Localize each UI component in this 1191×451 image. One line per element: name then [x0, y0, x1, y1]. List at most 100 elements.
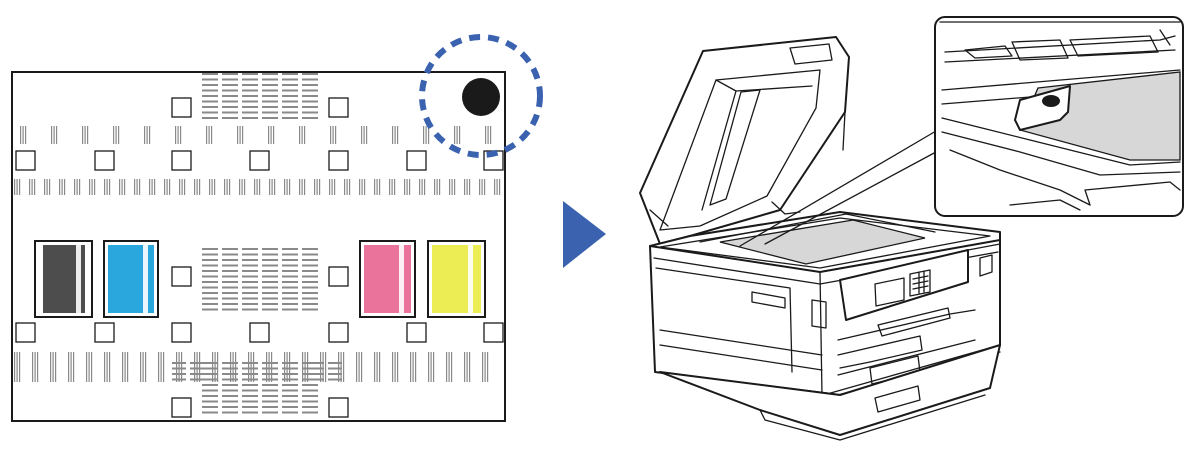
pattern-mark	[217, 352, 219, 382]
pattern-mark	[262, 73, 278, 75]
alignment-square	[15, 322, 36, 343]
pattern-mark	[310, 378, 324, 381]
pattern-mark	[19, 352, 21, 382]
pattern-mark	[301, 179, 303, 195]
pattern-mark	[242, 281, 258, 283]
pattern-mark	[202, 384, 218, 386]
pattern-mark	[121, 179, 123, 195]
pattern-mark	[134, 179, 136, 195]
pattern-mark	[160, 352, 162, 382]
pattern-mark	[424, 179, 426, 195]
pattern-mark	[222, 117, 238, 119]
pattern-mark	[208, 126, 210, 144]
pattern-mark	[356, 352, 358, 382]
pattern-mark	[239, 179, 241, 195]
pattern-mark	[226, 179, 228, 195]
pattern-mark	[222, 384, 238, 386]
printer-illustration	[639, 16, 1184, 441]
pattern-mark	[282, 395, 298, 397]
pattern-mark	[425, 126, 427, 144]
pattern-mark	[270, 126, 272, 144]
pattern-mark	[211, 179, 213, 195]
pattern-mark	[376, 179, 378, 195]
pattern-mark	[262, 367, 278, 370]
pattern-mark	[202, 286, 218, 289]
pattern-mark	[84, 126, 86, 144]
pattern-mark	[262, 275, 278, 278]
alignment-square	[171, 266, 192, 287]
pattern-mark	[140, 352, 142, 382]
pattern-mark	[423, 126, 425, 144]
pattern-mark	[282, 270, 298, 272]
pattern-mark	[334, 179, 336, 195]
pattern-mark	[106, 352, 108, 382]
pattern-mark	[241, 179, 243, 195]
pattern-mark	[282, 100, 298, 103]
pattern-mark	[302, 111, 318, 114]
pattern-mark	[328, 362, 342, 364]
pattern-mark	[302, 297, 318, 300]
pattern-mark	[164, 179, 166, 195]
pattern-mark	[242, 264, 258, 267]
pattern-mark	[199, 179, 201, 195]
pattern-mark	[242, 378, 258, 381]
pattern-mark	[282, 406, 298, 408]
pattern-mark	[343, 352, 345, 382]
pattern-mark	[302, 95, 318, 97]
pattern-mark	[282, 78, 298, 81]
pattern-mark	[302, 292, 318, 294]
pattern-mark	[222, 292, 238, 294]
pattern-mark	[262, 84, 278, 86]
pattern-mark	[242, 84, 258, 86]
pattern-mark	[46, 179, 48, 195]
pattern-mark	[404, 179, 406, 195]
pattern-mark	[262, 95, 278, 97]
pattern-mark	[430, 352, 432, 382]
pattern-mark	[181, 179, 183, 195]
pattern-mark	[262, 373, 278, 375]
pattern-mark	[118, 126, 120, 144]
pattern-mark	[202, 95, 218, 97]
pattern-mark	[166, 179, 168, 195]
alignment-squares	[15, 97, 504, 418]
pattern-mark	[222, 106, 238, 108]
pattern-mark	[82, 126, 84, 144]
pattern-mark	[194, 352, 196, 382]
pattern-mark	[361, 179, 363, 195]
pattern-mark	[202, 275, 218, 278]
pattern-mark	[268, 352, 270, 382]
pattern-mark	[314, 179, 316, 195]
pattern-mark	[302, 286, 318, 289]
pattern-mark	[456, 126, 458, 144]
pattern-mark	[394, 352, 396, 382]
pattern-mark	[242, 73, 258, 75]
pattern-mark	[194, 179, 196, 195]
alignment-square	[406, 150, 427, 171]
pattern-mark	[332, 126, 334, 144]
pattern-mark	[451, 179, 453, 195]
inset-marker-icon	[1042, 95, 1060, 107]
pattern-mark	[242, 400, 258, 403]
pattern-mark	[149, 179, 151, 195]
pattern-mark	[485, 126, 487, 144]
pattern-mark	[229, 179, 231, 195]
pattern-mark	[484, 352, 486, 382]
pattern-mark	[202, 78, 218, 81]
pattern-mark	[242, 253, 258, 256]
pattern-mark	[50, 352, 52, 382]
alignment-square	[171, 97, 192, 118]
pattern-mark	[282, 106, 298, 108]
pattern-mark	[282, 281, 298, 283]
pattern-mark	[262, 253, 278, 256]
pattern-mark	[262, 308, 278, 311]
pattern-mark	[122, 352, 124, 382]
pattern-mark	[196, 179, 198, 195]
pattern-mark	[222, 259, 238, 261]
pattern-mark	[302, 281, 318, 283]
pattern-mark	[302, 275, 318, 278]
pattern-mark	[242, 362, 258, 364]
pattern-mark	[154, 179, 156, 195]
pattern-mark	[242, 89, 258, 92]
pattern-mark	[242, 303, 258, 305]
pattern-mark	[454, 179, 456, 195]
